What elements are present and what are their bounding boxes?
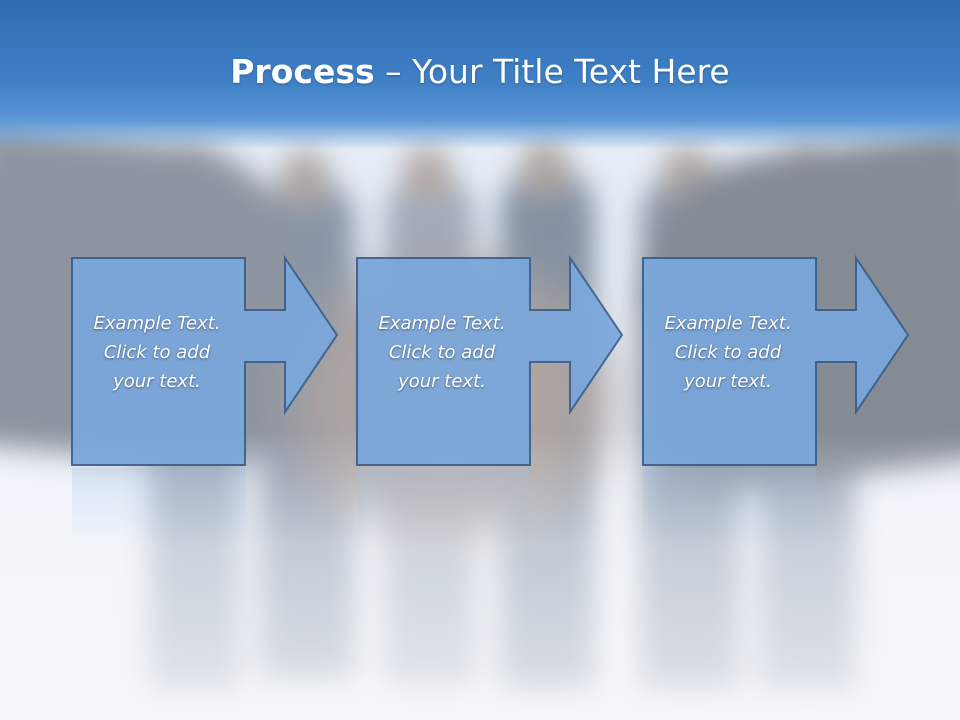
step-line-1: Example Text. (378, 313, 506, 334)
step-line-3: your text. (398, 371, 486, 392)
process-step-1[interactable]: Example Text. Click to add your text. (71, 254, 413, 467)
step-reflection (356, 468, 698, 548)
slide-title[interactable]: Process – Your Title Text Here (0, 52, 960, 91)
step-shape (642, 254, 910, 466)
step-line-1: Example Text. (664, 313, 792, 334)
step-reflection (71, 468, 413, 548)
right-arrow-icon (245, 309, 345, 419)
step-reflection (642, 468, 960, 548)
step-text[interactable]: Example Text. Click to add your text. (71, 309, 243, 396)
title-bold: Process (230, 52, 375, 91)
step-line-3: your text. (684, 371, 772, 392)
step-shape (356, 254, 624, 466)
step-shape (71, 254, 339, 466)
step-text[interactable]: Example Text. Click to add your text. (642, 309, 814, 396)
process-step-3[interactable]: Example Text. Click to add your text. (642, 254, 960, 467)
step-line-2: Click to add (388, 342, 496, 363)
step-text[interactable]: Example Text. Click to add your text. (356, 309, 528, 396)
process-step-2[interactable]: Example Text. Click to add your text. (356, 254, 698, 467)
title-rest: – Your Title Text Here (374, 52, 730, 91)
step-line-3: your text. (113, 371, 201, 392)
step-line-2: Click to add (103, 342, 211, 363)
right-arrow-icon (530, 309, 630, 419)
title-band (0, 0, 960, 150)
step-line-1: Example Text. (93, 313, 221, 334)
right-arrow-icon (816, 309, 916, 419)
step-line-2: Click to add (674, 342, 782, 363)
